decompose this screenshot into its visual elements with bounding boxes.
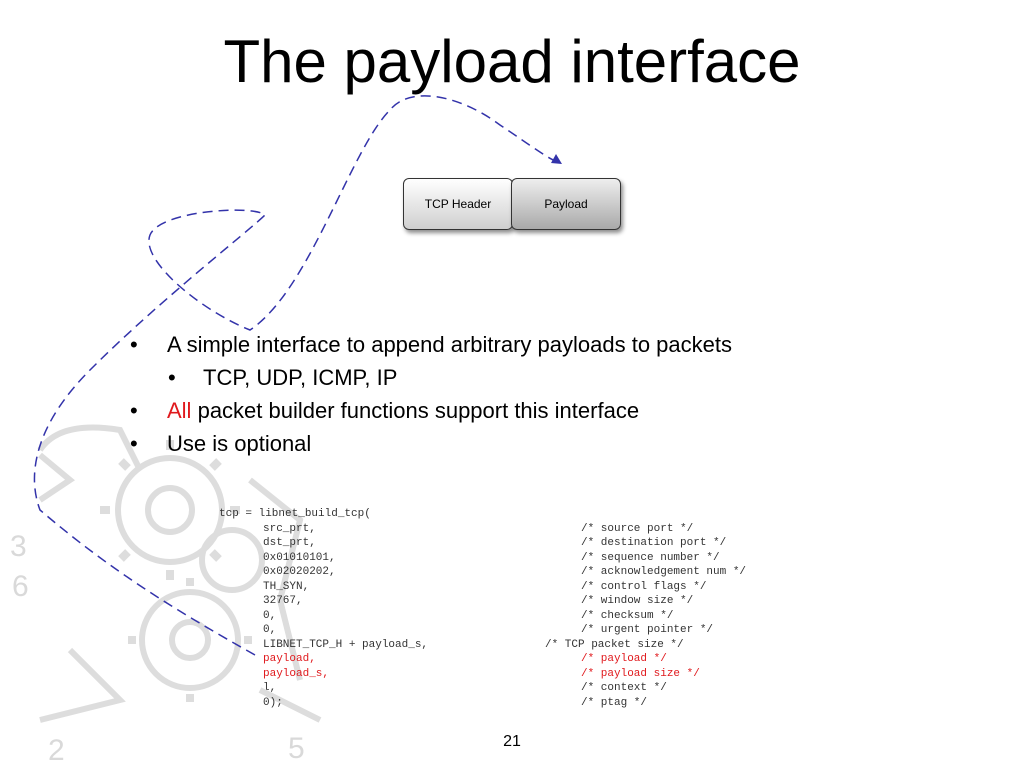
- bullet-text: Use is optional: [167, 431, 312, 456]
- code-comment: /* checksum */: [581, 609, 674, 622]
- code-comment: /* control flags */: [581, 580, 707, 593]
- code-arg: 32767,: [263, 595, 303, 607]
- code-comment: /* urgent pointer */: [581, 624, 714, 636]
- code-comment: /* sequence number */: [581, 551, 720, 564]
- gear-teeth: [100, 440, 252, 702]
- code-comment: /* context */: [581, 682, 667, 694]
- code-comment: /* acknowledgement num */: [581, 566, 747, 578]
- code-comment: /* destination port */: [581, 537, 727, 549]
- watermark-digit-2: 2: [48, 734, 65, 767]
- payload-box: Payload: [511, 178, 621, 230]
- bullet-marker: •: [130, 332, 138, 357]
- code-comment: /* ptag */: [581, 696, 648, 709]
- bullet-highlight: All: [167, 398, 192, 423]
- bullet-text: TCP, UDP, ICMP, IP: [203, 365, 398, 390]
- code-arg: payload_s,: [263, 667, 330, 680]
- watermark-digit-5: 5: [288, 732, 305, 765]
- slide-title: The payload interface: [223, 28, 801, 95]
- code-arg: LIBNET_TCP_H + payload_s,: [263, 638, 429, 651]
- bullet-marker: •: [168, 365, 176, 390]
- code-arg: src_prt,: [263, 522, 316, 535]
- bullet-text: A simple interface to append arbitrary p…: [167, 332, 732, 357]
- code-opening: tcp = libnet_build_tcp(: [219, 508, 371, 520]
- dashed-arrow-path: [33, 95, 559, 656]
- code-arg: 0);: [263, 696, 283, 709]
- code-comment: /* payload */: [581, 653, 667, 665]
- code-comment: /* payload size */: [581, 667, 700, 680]
- code-arg: 0x02020202,: [263, 566, 336, 578]
- watermark-digit-3: 3: [10, 530, 27, 563]
- arrow-head: [551, 154, 562, 164]
- code-arg: TH_SYN,: [263, 580, 310, 593]
- bullet-text: packet builder functions support this in…: [197, 398, 640, 423]
- watermark-digit-6: 6: [12, 570, 29, 603]
- bullet-marker: •: [130, 398, 138, 423]
- code-arg: dst_prt,: [263, 537, 316, 549]
- page-number: 21: [503, 733, 521, 750]
- code-comment: /* window size */: [581, 595, 694, 607]
- code-arg: l,: [263, 682, 277, 694]
- code-arg: payload,: [263, 653, 316, 665]
- code-comment: /* source port */: [581, 522, 694, 535]
- code-comment: /* TCP packet size */: [545, 638, 684, 651]
- tcp-header-box: TCP Header: [403, 178, 513, 230]
- code-arg: 0x01010101,: [263, 551, 336, 564]
- code-arg: 0,: [263, 624, 277, 636]
- gear-watermark: [37, 424, 322, 723]
- code-arg: 0,: [263, 609, 277, 622]
- bullet-marker: •: [130, 431, 138, 456]
